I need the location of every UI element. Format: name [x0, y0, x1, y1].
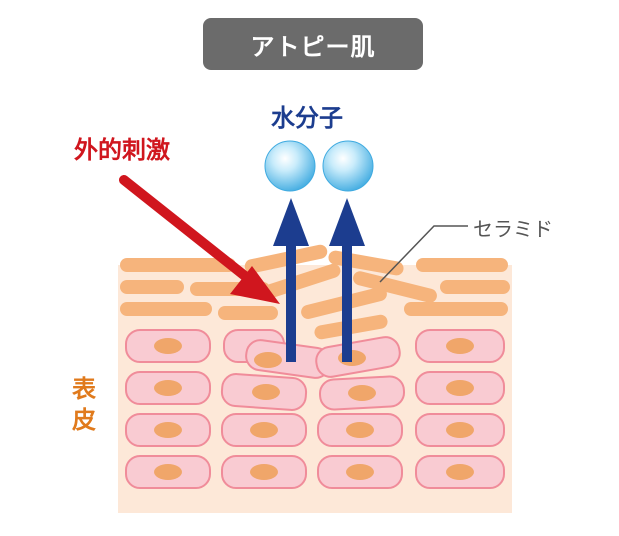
lipid-bar: [218, 306, 278, 320]
cell-nucleus: [348, 385, 376, 401]
cell-nucleus: [254, 352, 282, 368]
ceramide-leader-line: [379, 225, 468, 283]
cell-nucleus: [154, 422, 182, 438]
lipid-bar: [404, 302, 508, 316]
ceramide-layer: [120, 244, 510, 340]
cell-grid: [125, 329, 505, 489]
cell-nucleus: [346, 464, 374, 480]
water-molecule: [264, 140, 316, 192]
cell-nucleus: [446, 380, 474, 396]
cell-nucleus: [446, 422, 474, 438]
cell-nucleus: [250, 464, 278, 480]
lipid-bar: [120, 258, 236, 272]
water-molecule-label: 水分子: [271, 104, 343, 132]
cell-nucleus: [346, 422, 374, 438]
lipid-bar: [440, 280, 510, 294]
cell-nucleus: [252, 384, 280, 400]
lipid-bar: [416, 258, 508, 272]
lipid-bar: [353, 271, 437, 303]
lipid-bar: [120, 280, 184, 294]
epidermis-label: 表皮: [72, 375, 96, 434]
cell-nucleus: [154, 338, 182, 354]
ceramide-label: セラミド: [473, 217, 553, 241]
cell-nucleus: [250, 422, 278, 438]
external-stimulus-label: 外的刺激: [74, 136, 170, 164]
water-molecule: [322, 140, 374, 192]
lipid-bar: [263, 263, 341, 299]
cell-nucleus: [154, 380, 182, 396]
cell-nucleus: [446, 464, 474, 480]
external-stimulus-arrow: [119, 175, 280, 304]
water-loss-arrow-right: [329, 198, 365, 362]
title-badge: アトピー肌: [203, 18, 423, 70]
title-text: アトピー肌: [250, 32, 376, 61]
lipid-bar: [120, 302, 212, 316]
cell-nucleus: [154, 464, 182, 480]
water-loss-arrow-left: [273, 198, 309, 362]
cell-nucleus: [446, 338, 474, 354]
